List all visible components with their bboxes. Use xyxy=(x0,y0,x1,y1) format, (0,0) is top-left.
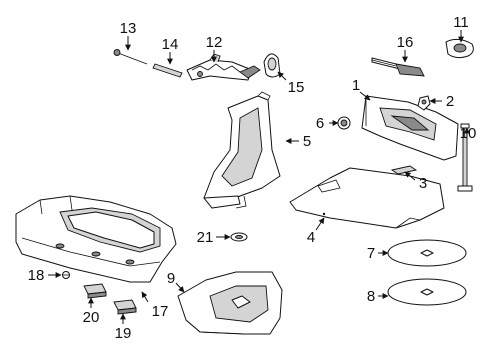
callout-15: 15 xyxy=(288,79,305,96)
part-16-strut xyxy=(371,57,425,77)
callout-5: 5 xyxy=(303,133,311,150)
callout-18: 18 xyxy=(28,267,45,284)
part-1-trim-panel xyxy=(361,95,459,161)
callout-1: 1 xyxy=(352,77,360,94)
part-15-bracket xyxy=(263,53,281,78)
callout-4: 4 xyxy=(307,229,315,246)
callout-7: 7 xyxy=(367,245,375,262)
part-10-rod xyxy=(457,123,473,192)
part-18-screw xyxy=(62,271,70,279)
callout-6: 6 xyxy=(316,115,324,132)
callout-14: 14 xyxy=(162,36,179,53)
part-17-rear-shelf xyxy=(15,195,177,283)
part-6-nut xyxy=(337,116,351,130)
part-12-jack xyxy=(186,53,261,81)
callout-labels: 13 14 12 15 16 11 1 2 10 6 5 3 4 7 8 9 2… xyxy=(28,14,477,342)
callout-19: 19 xyxy=(115,325,132,342)
part-9-floor-panel xyxy=(177,271,283,335)
callout-13: 13 xyxy=(120,20,137,37)
part-8-disc xyxy=(387,278,467,306)
callout-9: 9 xyxy=(167,270,175,287)
part-14-rod xyxy=(152,63,183,78)
callout-16: 16 xyxy=(397,34,414,51)
callout-17: 17 xyxy=(152,303,169,320)
part-11-clip xyxy=(445,38,474,59)
part-4-trunk-mat xyxy=(289,167,445,229)
leader-lines xyxy=(48,30,470,324)
callout-20: 20 xyxy=(83,309,100,326)
callout-21: 21 xyxy=(197,229,214,246)
part-3-strip xyxy=(390,165,418,175)
part-19-block xyxy=(113,299,137,315)
part-7-disc xyxy=(387,239,467,267)
callout-2: 2 xyxy=(446,93,454,110)
part-13-bolt xyxy=(113,49,148,65)
part-20-block xyxy=(83,283,107,299)
part-21-grommet xyxy=(230,232,248,242)
callout-8: 8 xyxy=(367,288,375,305)
callout-10: 10 xyxy=(460,125,477,142)
callout-12: 12 xyxy=(206,34,223,51)
callout-11: 11 xyxy=(453,14,469,31)
part-2-clip xyxy=(417,95,431,111)
part-5-side-trim xyxy=(203,91,281,209)
callout-3: 3 xyxy=(419,175,427,192)
